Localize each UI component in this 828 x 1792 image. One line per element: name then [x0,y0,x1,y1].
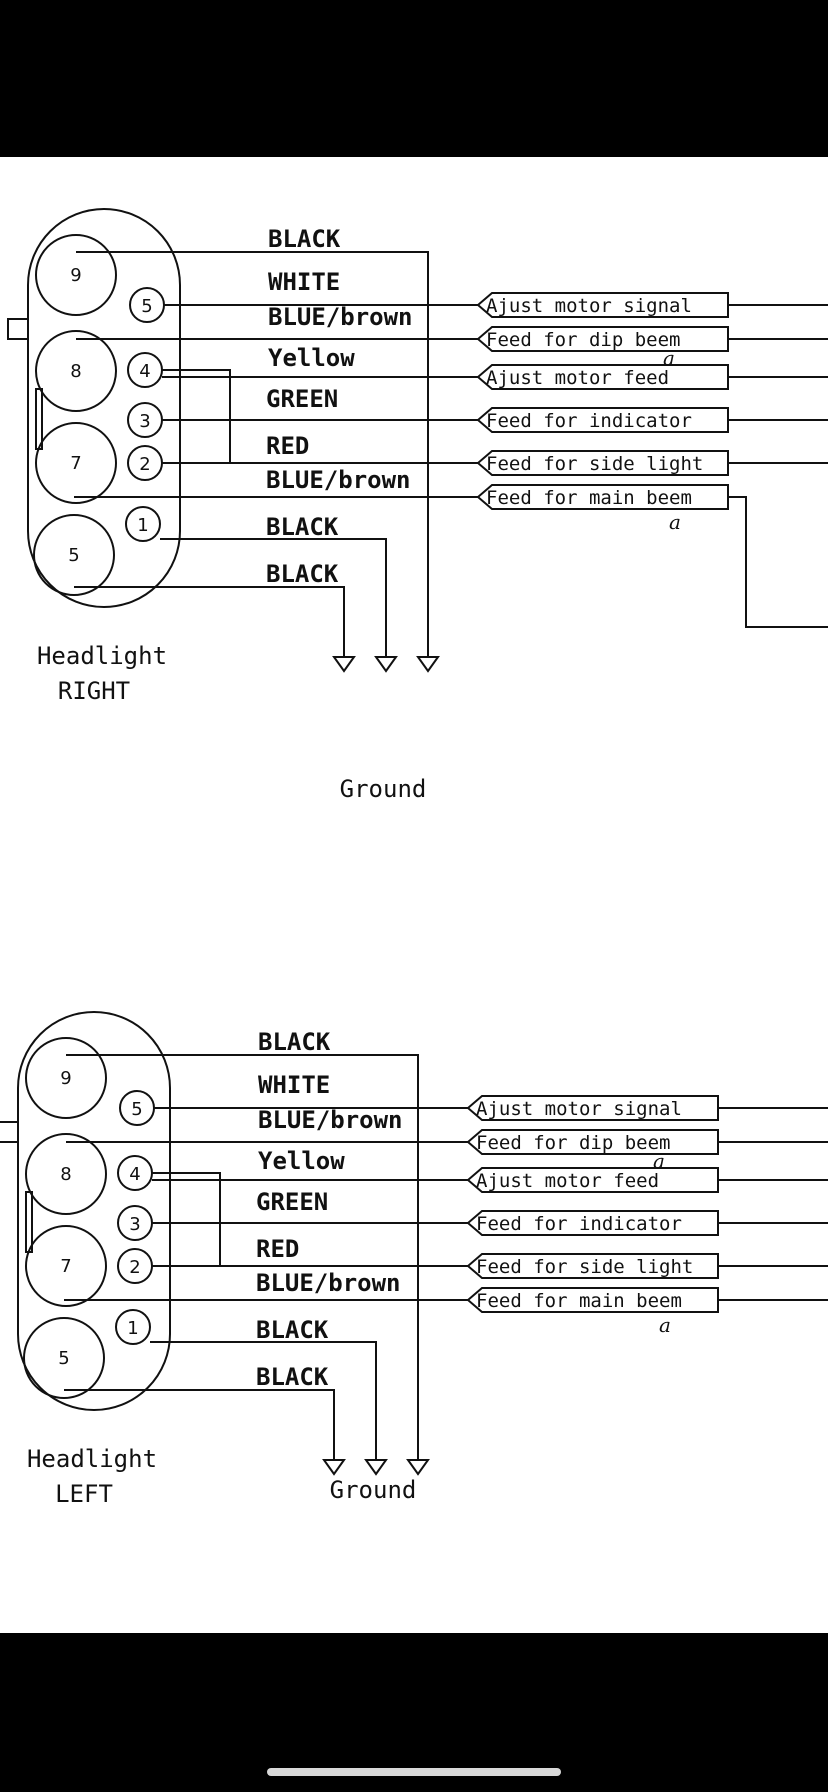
connector-tab [7,318,29,340]
wire-label: GREEN [256,1188,328,1216]
feed-label: Feed for dip beem [476,1132,670,1154]
wire-label: GREEN [266,385,338,413]
connector-housing [27,208,181,608]
pin-label: 1 [137,515,148,536]
connector-tab [0,1121,19,1143]
wire-black-pin5 [64,1389,335,1460]
wire-label: Yellow [268,344,355,372]
feed-wire [728,496,828,628]
ground-arrow [416,656,440,673]
feed-label: Feed for dip beem [486,329,680,351]
pin-label: 5 [141,296,152,317]
connector-housing [17,1011,171,1411]
ground-arrow [374,656,398,673]
large-pin-5 [33,514,115,596]
ground-arrow [332,656,356,673]
wiring-diagram-sheet: 9 8 7 5 5 4 3 2 1 [0,157,828,1633]
connector-key [25,1191,33,1253]
diagram-right: 9 8 7 5 5 4 3 2 1 [7,208,828,803]
home-indicator[interactable] [267,1768,561,1776]
pin-label: 4 [129,1164,140,1185]
feed-label: Feed for main beem [486,487,692,509]
large-pin-9 [25,1037,107,1119]
wiring-diagram: 9 8 7 5 5 4 3 2 1 [0,208,828,1508]
wire-label: RED [266,432,309,460]
small-pin-1 [115,1309,151,1345]
wire-label: BLACK [258,1028,331,1056]
feed-label: Ajust motor feed [476,1170,659,1192]
headlight-side: RIGHT [58,677,130,705]
pin-label: 2 [139,454,150,475]
headlight-caption: Headlight [37,642,167,670]
pin-label: 3 [139,411,150,432]
feed-label: Feed for side light [486,453,703,475]
wire-black-top [76,251,429,657]
pin-label: 7 [70,453,81,474]
wire-label: BLUE/brown [256,1269,401,1297]
wire-black-pin5 [74,586,345,657]
handwritten-note: a [659,1313,671,1337]
large-pin-8 [25,1133,107,1215]
pin-label: 8 [60,1164,71,1185]
wire-label: WHITE [258,1071,330,1099]
pin-label: 3 [129,1214,140,1235]
wire-label: BLUE/brown [258,1106,403,1134]
wire-label: BLACK [266,513,339,541]
feed-label: Ajust motor signal [476,1098,682,1120]
headlight-side: LEFT [55,1480,113,1508]
ground-arrow [322,1459,346,1476]
pin-label: 9 [70,265,81,286]
feed-label: Feed for indicator [486,410,692,432]
feed-label: Ajust motor feed [486,367,669,389]
handwritten-note: a [663,346,675,370]
pin-label: 4 [139,361,150,382]
feed-label: Feed for indicator [476,1213,682,1235]
pin-label: 7 [60,1256,71,1277]
pin-label: 2 [129,1257,140,1278]
wire-black-top [66,1054,419,1460]
wire-label: BLUE/brown [268,303,413,331]
wire-label: Yellow [258,1147,345,1175]
pin-bridge [152,1172,221,1267]
large-pin-5 [23,1317,105,1399]
ground-label: Ground [330,1476,417,1504]
wire-label: BLACK [266,560,339,588]
headlight-caption: Headlight [27,1445,157,1473]
pin-label: 9 [60,1068,71,1089]
large-pin-7 [35,422,117,504]
wire-label: BLACK [268,225,341,253]
wire-black-pin1 [160,538,387,657]
pin-label: 5 [68,545,79,566]
feed-label: Feed for main beem [476,1290,682,1312]
wire-label: BLACK [256,1316,329,1344]
pin-label: 5 [58,1348,69,1369]
feed-label: Ajust motor signal [486,295,692,317]
wire-label: BLACK [256,1363,329,1391]
wire-label: BLUE/brown [266,466,411,494]
ground-arrow [406,1459,430,1476]
handwritten-note: a [653,1149,665,1173]
large-pin-7 [25,1225,107,1307]
wire-label: RED [256,1235,299,1263]
wire-label: WHITE [268,268,340,296]
connector-key [35,388,43,450]
feed-label: Feed for side light [476,1256,693,1278]
pin-label: 5 [131,1099,142,1120]
pin-label: 1 [127,1318,138,1339]
handwritten-note: a [669,510,681,534]
large-pin-8 [35,330,117,412]
diagram-left: 9 8 7 5 5 4 3 2 1 [0,1011,828,1508]
pin-bridge [162,369,231,464]
wire-black-pin1 [150,1341,377,1460]
ground-label: Ground [340,775,427,803]
ground-arrow [364,1459,388,1476]
pin-label: 8 [70,361,81,382]
small-pin-1 [125,506,161,542]
large-pin-9 [35,234,117,316]
